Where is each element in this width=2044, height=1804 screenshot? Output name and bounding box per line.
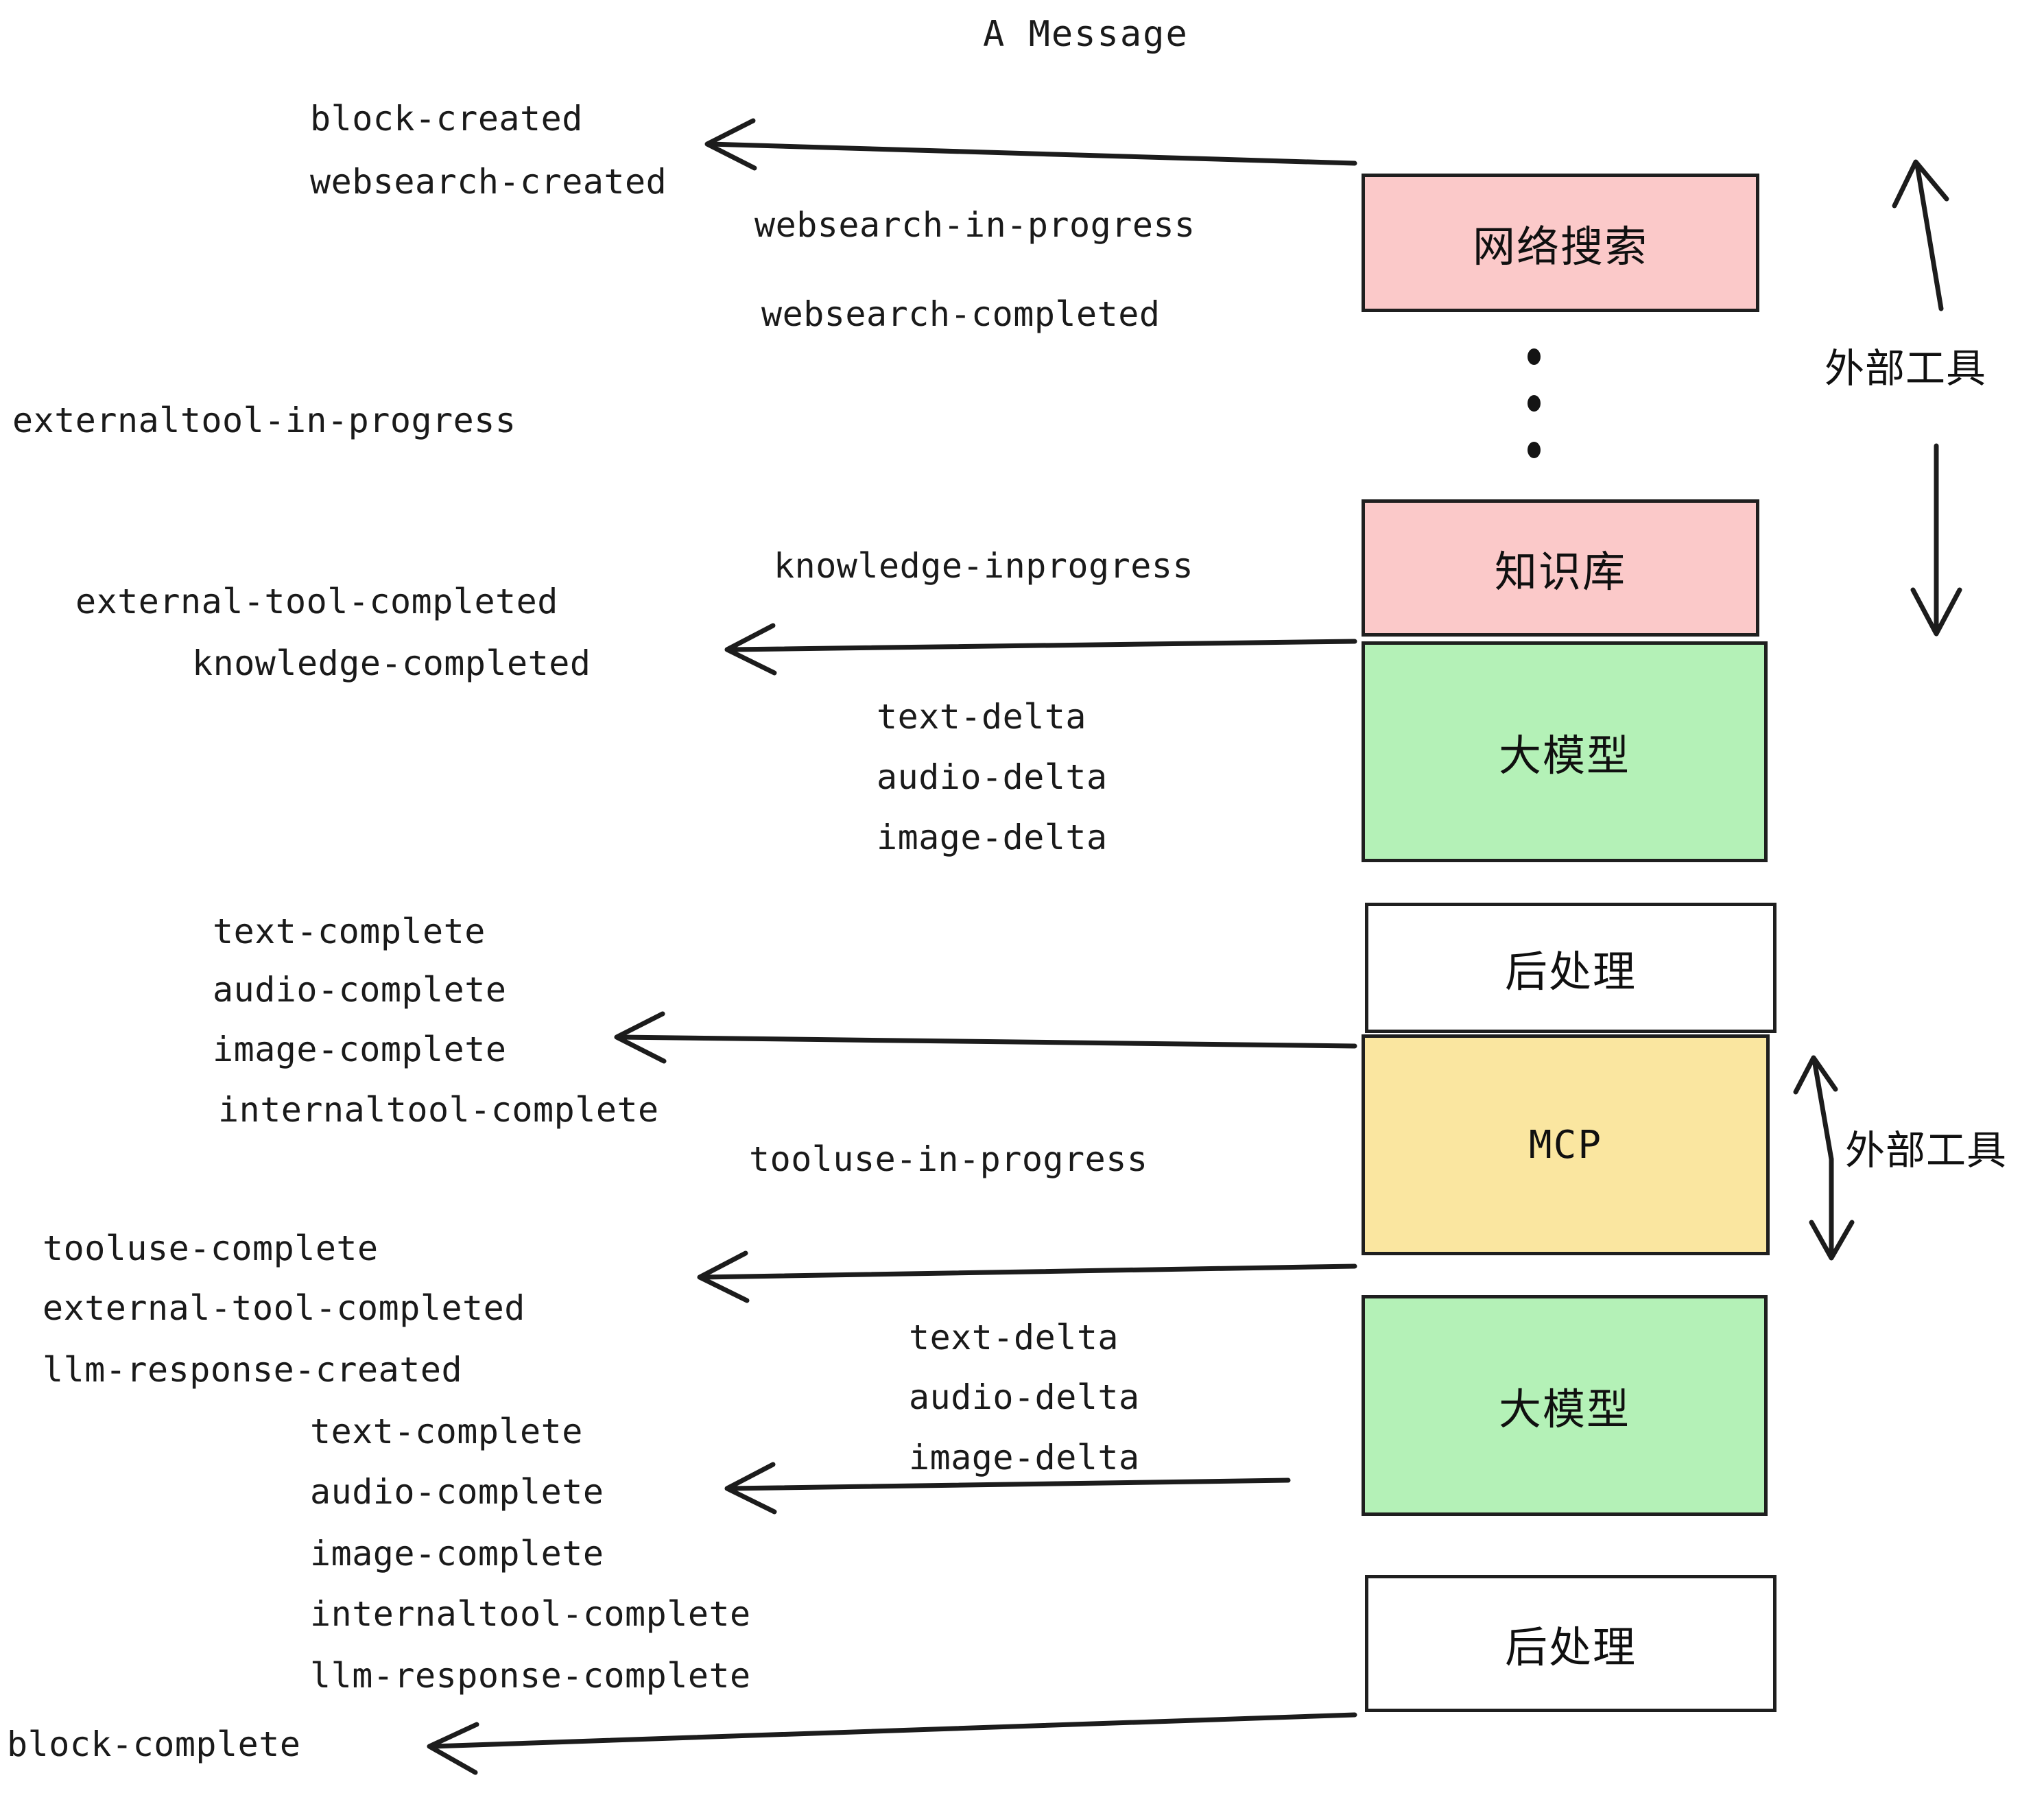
arrow-external-tools-top-up bbox=[1914, 162, 1944, 311]
event-text-delta-1: text-delta bbox=[877, 697, 1087, 737]
event-block-created: block-created bbox=[310, 99, 583, 139]
event-text-complete-1: text-complete bbox=[213, 912, 486, 951]
event-image-delta-2: image-delta bbox=[909, 1438, 1140, 1477]
arrowhead-external-tools-bottom-up bbox=[1793, 1055, 1838, 1095]
event-audio-delta-2: audio-delta bbox=[909, 1377, 1140, 1417]
event-websearch-in-progress: websearch-in-progress bbox=[754, 205, 1196, 245]
event-websearch-completed: websearch-completed bbox=[761, 294, 1161, 334]
node-knowledge[interactable]: 知识库 bbox=[1362, 499, 1759, 637]
arrowhead-external-tools-top-up bbox=[1892, 159, 1949, 209]
arrow-llm2-to-audio-complete bbox=[727, 1477, 1291, 1491]
event-knowledge-inprogress: knowledge-inprogress bbox=[774, 546, 1194, 586]
arrow-mcp-to-tooluse-complete bbox=[700, 1263, 1357, 1280]
event-knowledge-completed: knowledge-completed bbox=[192, 643, 591, 683]
arrow-external-tools-bottom-up bbox=[1811, 1057, 1834, 1162]
node-llm-2-label: 大模型 bbox=[1498, 1384, 1630, 1434]
event-external-tool-completed-2: external-tool-completed bbox=[43, 1288, 525, 1328]
event-audio-complete-1: audio-complete bbox=[213, 970, 507, 1010]
node-knowledge-label: 知识库 bbox=[1494, 547, 1626, 597]
node-postproc-2-label: 后处理 bbox=[1504, 1622, 1637, 1672]
event-image-complete-2: image-complete bbox=[310, 1534, 604, 1574]
arrowhead-external-tools-bottom-down bbox=[1809, 1220, 1855, 1261]
arrow-knowledge-to-completed bbox=[727, 639, 1357, 652]
node-llm-1[interactable]: 大模型 bbox=[1362, 641, 1768, 862]
group-label-external-tools-bottom: 外部工具 bbox=[1845, 1127, 2008, 1174]
node-llm-2[interactable]: 大模型 bbox=[1362, 1295, 1768, 1516]
arrowhead-websearch-to-created bbox=[704, 118, 757, 171]
event-websearch-created: websearch-created bbox=[310, 162, 667, 202]
node-websearch[interactable]: 网络搜索 bbox=[1362, 174, 1759, 312]
page-title: A Message bbox=[983, 14, 1189, 55]
event-block-complete: block-complete bbox=[7, 1724, 301, 1764]
event-text-delta-2: text-delta bbox=[909, 1318, 1119, 1357]
node-postproc-2[interactable]: 后处理 bbox=[1365, 1575, 1776, 1712]
arrowhead-knowledge-to-completed bbox=[724, 623, 777, 676]
event-image-delta-1: image-delta bbox=[877, 818, 1108, 857]
event-internaltool-complete-2: internaltool-complete bbox=[310, 1594, 751, 1634]
event-external-tool-completed-1: external-tool-completed bbox=[75, 582, 558, 621]
vertical-ellipsis-icon bbox=[1526, 348, 1541, 458]
event-internaltool-complete-1: internaltool-complete bbox=[218, 1090, 659, 1130]
group-label-external-tools-top: 外部工具 bbox=[1825, 345, 1987, 392]
arrowhead-external-tools-top-down bbox=[1910, 587, 1962, 637]
event-tooluse-complete: tooluse-complete bbox=[43, 1229, 379, 1268]
node-postproc-1[interactable]: 后处理 bbox=[1365, 903, 1776, 1033]
event-text-complete-2: text-complete bbox=[310, 1412, 583, 1451]
arrow-websearch-to-created bbox=[707, 141, 1357, 166]
arrow-postproc2-to-block-complete bbox=[429, 1712, 1357, 1749]
event-audio-delta-1: audio-delta bbox=[877, 757, 1108, 797]
event-audio-complete-2: audio-complete bbox=[310, 1472, 604, 1512]
event-image-complete-1: image-complete bbox=[213, 1030, 507, 1069]
arrowhead-mcp-to-tooluse-complete bbox=[697, 1250, 750, 1303]
event-llm-response-complete: llm-response-complete bbox=[310, 1656, 751, 1696]
event-tooluse-in-progress: tooluse-in-progress bbox=[749, 1139, 1148, 1179]
node-mcp[interactable]: MCP bbox=[1362, 1034, 1770, 1255]
event-externaltool-in-progress: externaltool-in-progress bbox=[12, 401, 516, 440]
arrow-llm1-to-image-complete bbox=[617, 1034, 1357, 1049]
event-llm-response-created: llm-response-created bbox=[43, 1350, 463, 1390]
arrowhead-llm1-to-image-complete bbox=[614, 1011, 667, 1064]
arrowhead-postproc2-to-block-complete bbox=[427, 1722, 479, 1775]
arrowhead-llm2-to-audio-complete bbox=[724, 1462, 777, 1515]
node-websearch-label: 网络搜索 bbox=[1472, 222, 1648, 272]
node-llm-1-label: 大模型 bbox=[1498, 731, 1630, 781]
node-mcp-label: MCP bbox=[1528, 1122, 1603, 1167]
node-postproc-1-label: 后处理 bbox=[1504, 947, 1637, 997]
